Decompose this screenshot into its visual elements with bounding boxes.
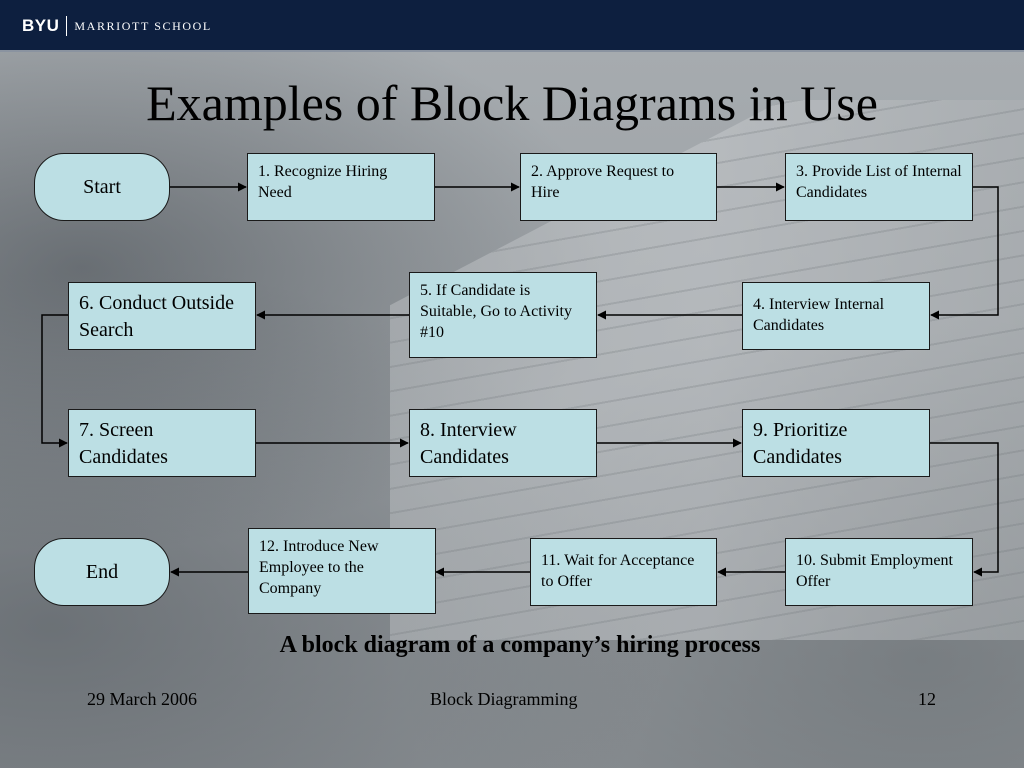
step-9-prioritize-candidates: 9. Prioritize Candidates bbox=[742, 409, 930, 477]
step-10-submit-offer: 10. Submit Employment Offer bbox=[785, 538, 973, 606]
start-label: Start bbox=[83, 176, 121, 198]
arrow-3-to-4 bbox=[930, 186, 999, 320]
header-bar: BYU MARRIOTT SCHOOL bbox=[0, 0, 1024, 52]
slide-title: Examples of Block Diagrams in Use bbox=[146, 75, 878, 131]
logo-divider bbox=[66, 16, 68, 36]
end-terminal: End bbox=[34, 538, 170, 606]
arrow-9-to-10 bbox=[930, 442, 999, 577]
footer-topic: Block Diagramming bbox=[430, 689, 578, 709]
step-12-introduce-employee: 12. Introduce New Employee to the Compan… bbox=[248, 528, 436, 614]
logo-byu-text: BYU bbox=[22, 16, 60, 35]
footer-date: 29 March 2006 bbox=[87, 689, 197, 709]
diagram-caption: A block diagram of a company’s hiring pr… bbox=[279, 632, 761, 658]
step-2-approve-request: 2. Approve Request to Hire bbox=[520, 153, 717, 221]
start-terminal: Start bbox=[34, 153, 170, 221]
step-1-recognize-hiring-need: 1. Recognize Hiring Need bbox=[247, 153, 435, 221]
end-label: End bbox=[85, 561, 119, 583]
footer-page-number: 12 bbox=[918, 689, 936, 709]
step-7-screen-candidates: 7. Screen Candidates bbox=[68, 409, 256, 477]
step-6-outside-search: 6. Conduct Outside Search bbox=[68, 282, 256, 350]
logo-school-text: MARRIOTT SCHOOL bbox=[74, 19, 212, 33]
step-4-interview-internal: 4. Interview Internal Candidates bbox=[742, 282, 930, 350]
byu-marriott-logo: BYU MARRIOTT SCHOOL bbox=[22, 14, 212, 38]
step-3-provide-candidate-list: 3. Provide List of Internal Candidates bbox=[785, 153, 973, 221]
arrow-6-to-7 bbox=[41, 314, 68, 448]
step-8-interview-candidates: 8. Interview Candidates bbox=[409, 409, 597, 477]
step-5-if-suitable: 5. If Candidate is Suitable, Go to Activ… bbox=[409, 272, 597, 358]
step-11-wait-acceptance: 11. Wait for Acceptance to Offer bbox=[530, 538, 717, 606]
